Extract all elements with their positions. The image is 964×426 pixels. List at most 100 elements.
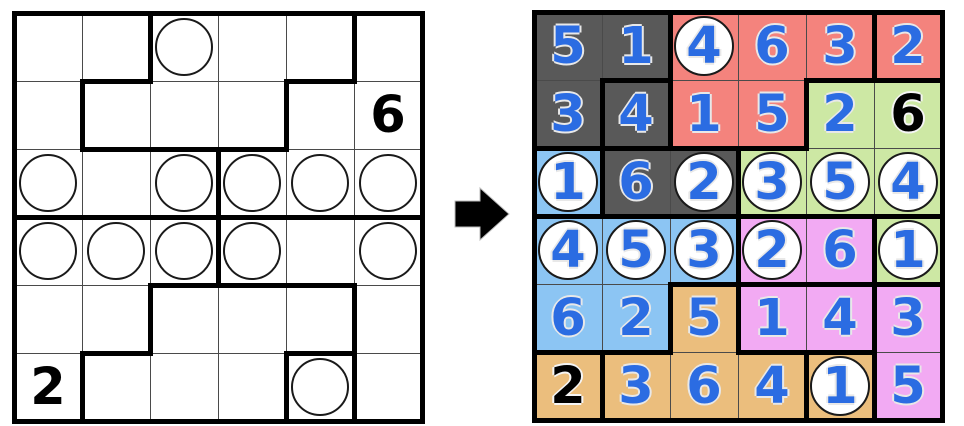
region-wall <box>599 349 605 423</box>
region-wall <box>11 10 85 16</box>
region-wall <box>667 145 741 151</box>
region-wall <box>599 213 673 219</box>
region-wall <box>351 10 425 16</box>
region-wall <box>79 350 153 356</box>
region-cell <box>602 80 670 148</box>
region-wall <box>667 417 741 423</box>
region-wall <box>351 350 357 424</box>
region-wall <box>147 282 221 288</box>
region-wall <box>735 213 741 287</box>
region-wall <box>11 214 85 220</box>
region-wall <box>735 213 809 219</box>
digit: 2 <box>822 85 858 144</box>
region-wall <box>351 10 357 84</box>
digit: 5 <box>754 85 790 144</box>
region-wall <box>531 9 537 83</box>
region-wall <box>939 145 945 219</box>
circle-mark <box>742 152 802 212</box>
circle-mark <box>291 154 349 212</box>
digit: 6 <box>550 289 586 348</box>
region-wall <box>215 10 289 16</box>
digit: 3 <box>890 289 926 348</box>
circle-mark <box>674 220 734 280</box>
region-wall <box>351 418 425 424</box>
region-wall <box>803 77 809 151</box>
grid-line-horizontal <box>14 352 422 354</box>
region-wall <box>531 281 537 355</box>
region-cell <box>602 284 670 352</box>
region-wall <box>11 214 17 288</box>
digit: 2 <box>686 153 722 212</box>
region-wall <box>871 281 877 355</box>
region-wall <box>419 78 425 152</box>
region-cell <box>534 352 602 420</box>
digit: 4 <box>754 357 790 416</box>
region-wall <box>599 77 673 83</box>
region-wall <box>531 145 537 219</box>
region-wall <box>79 214 153 220</box>
region-wall <box>531 145 605 151</box>
circle-mark <box>359 154 417 212</box>
region-wall <box>351 214 425 220</box>
digit: 4 <box>822 289 858 348</box>
region-wall <box>803 417 877 423</box>
circle-mark <box>674 152 734 212</box>
region-wall <box>871 281 945 287</box>
digit: 4 <box>686 17 722 76</box>
region-wall <box>735 417 809 423</box>
circle-mark <box>19 154 77 212</box>
region-wall <box>531 213 605 219</box>
digit: 2 <box>754 221 790 280</box>
region-wall <box>531 9 605 15</box>
region-wall <box>871 349 877 423</box>
region-wall <box>283 282 357 288</box>
digit: 6 <box>754 17 790 76</box>
circle-mark <box>223 154 281 212</box>
digit: 5 <box>890 357 926 416</box>
region-wall <box>735 145 741 219</box>
region-wall <box>147 10 153 84</box>
region-cell <box>874 12 942 80</box>
digit: 1 <box>618 17 654 76</box>
region-wall <box>803 349 809 423</box>
region-cell <box>806 12 874 80</box>
region-cell <box>670 80 738 148</box>
digit: 3 <box>550 85 586 144</box>
region-cell <box>738 284 806 352</box>
given-digit: 2 <box>30 358 66 417</box>
region-wall <box>147 146 221 152</box>
region-wall <box>531 417 605 423</box>
region-wall <box>283 78 289 152</box>
region-wall <box>667 9 673 83</box>
region-wall <box>419 214 425 288</box>
digit: 1 <box>754 289 790 348</box>
region-wall <box>351 282 357 356</box>
digit: 1 <box>686 85 722 144</box>
region-wall <box>79 78 153 84</box>
digit: 2 <box>550 357 586 416</box>
digit: 6 <box>890 85 926 144</box>
region-wall <box>667 213 741 219</box>
circle-mark <box>538 220 598 280</box>
region-wall <box>939 349 945 423</box>
region-wall <box>283 78 357 84</box>
region-cell <box>738 352 806 420</box>
region-wall <box>147 214 221 220</box>
region-wall <box>419 282 425 356</box>
digit: 4 <box>890 153 926 212</box>
region-wall <box>939 281 945 355</box>
region-cell <box>738 80 806 148</box>
region-wall <box>939 213 945 287</box>
region-cell <box>602 148 670 216</box>
region-wall <box>215 214 289 220</box>
digit: 5 <box>822 153 858 212</box>
right-arrow-icon <box>453 186 511 242</box>
circle-mark <box>606 220 666 280</box>
digit: 3 <box>618 357 654 416</box>
circle-mark <box>878 152 938 212</box>
region-wall <box>871 77 945 83</box>
circle-mark <box>878 220 938 280</box>
region-wall <box>803 349 877 355</box>
